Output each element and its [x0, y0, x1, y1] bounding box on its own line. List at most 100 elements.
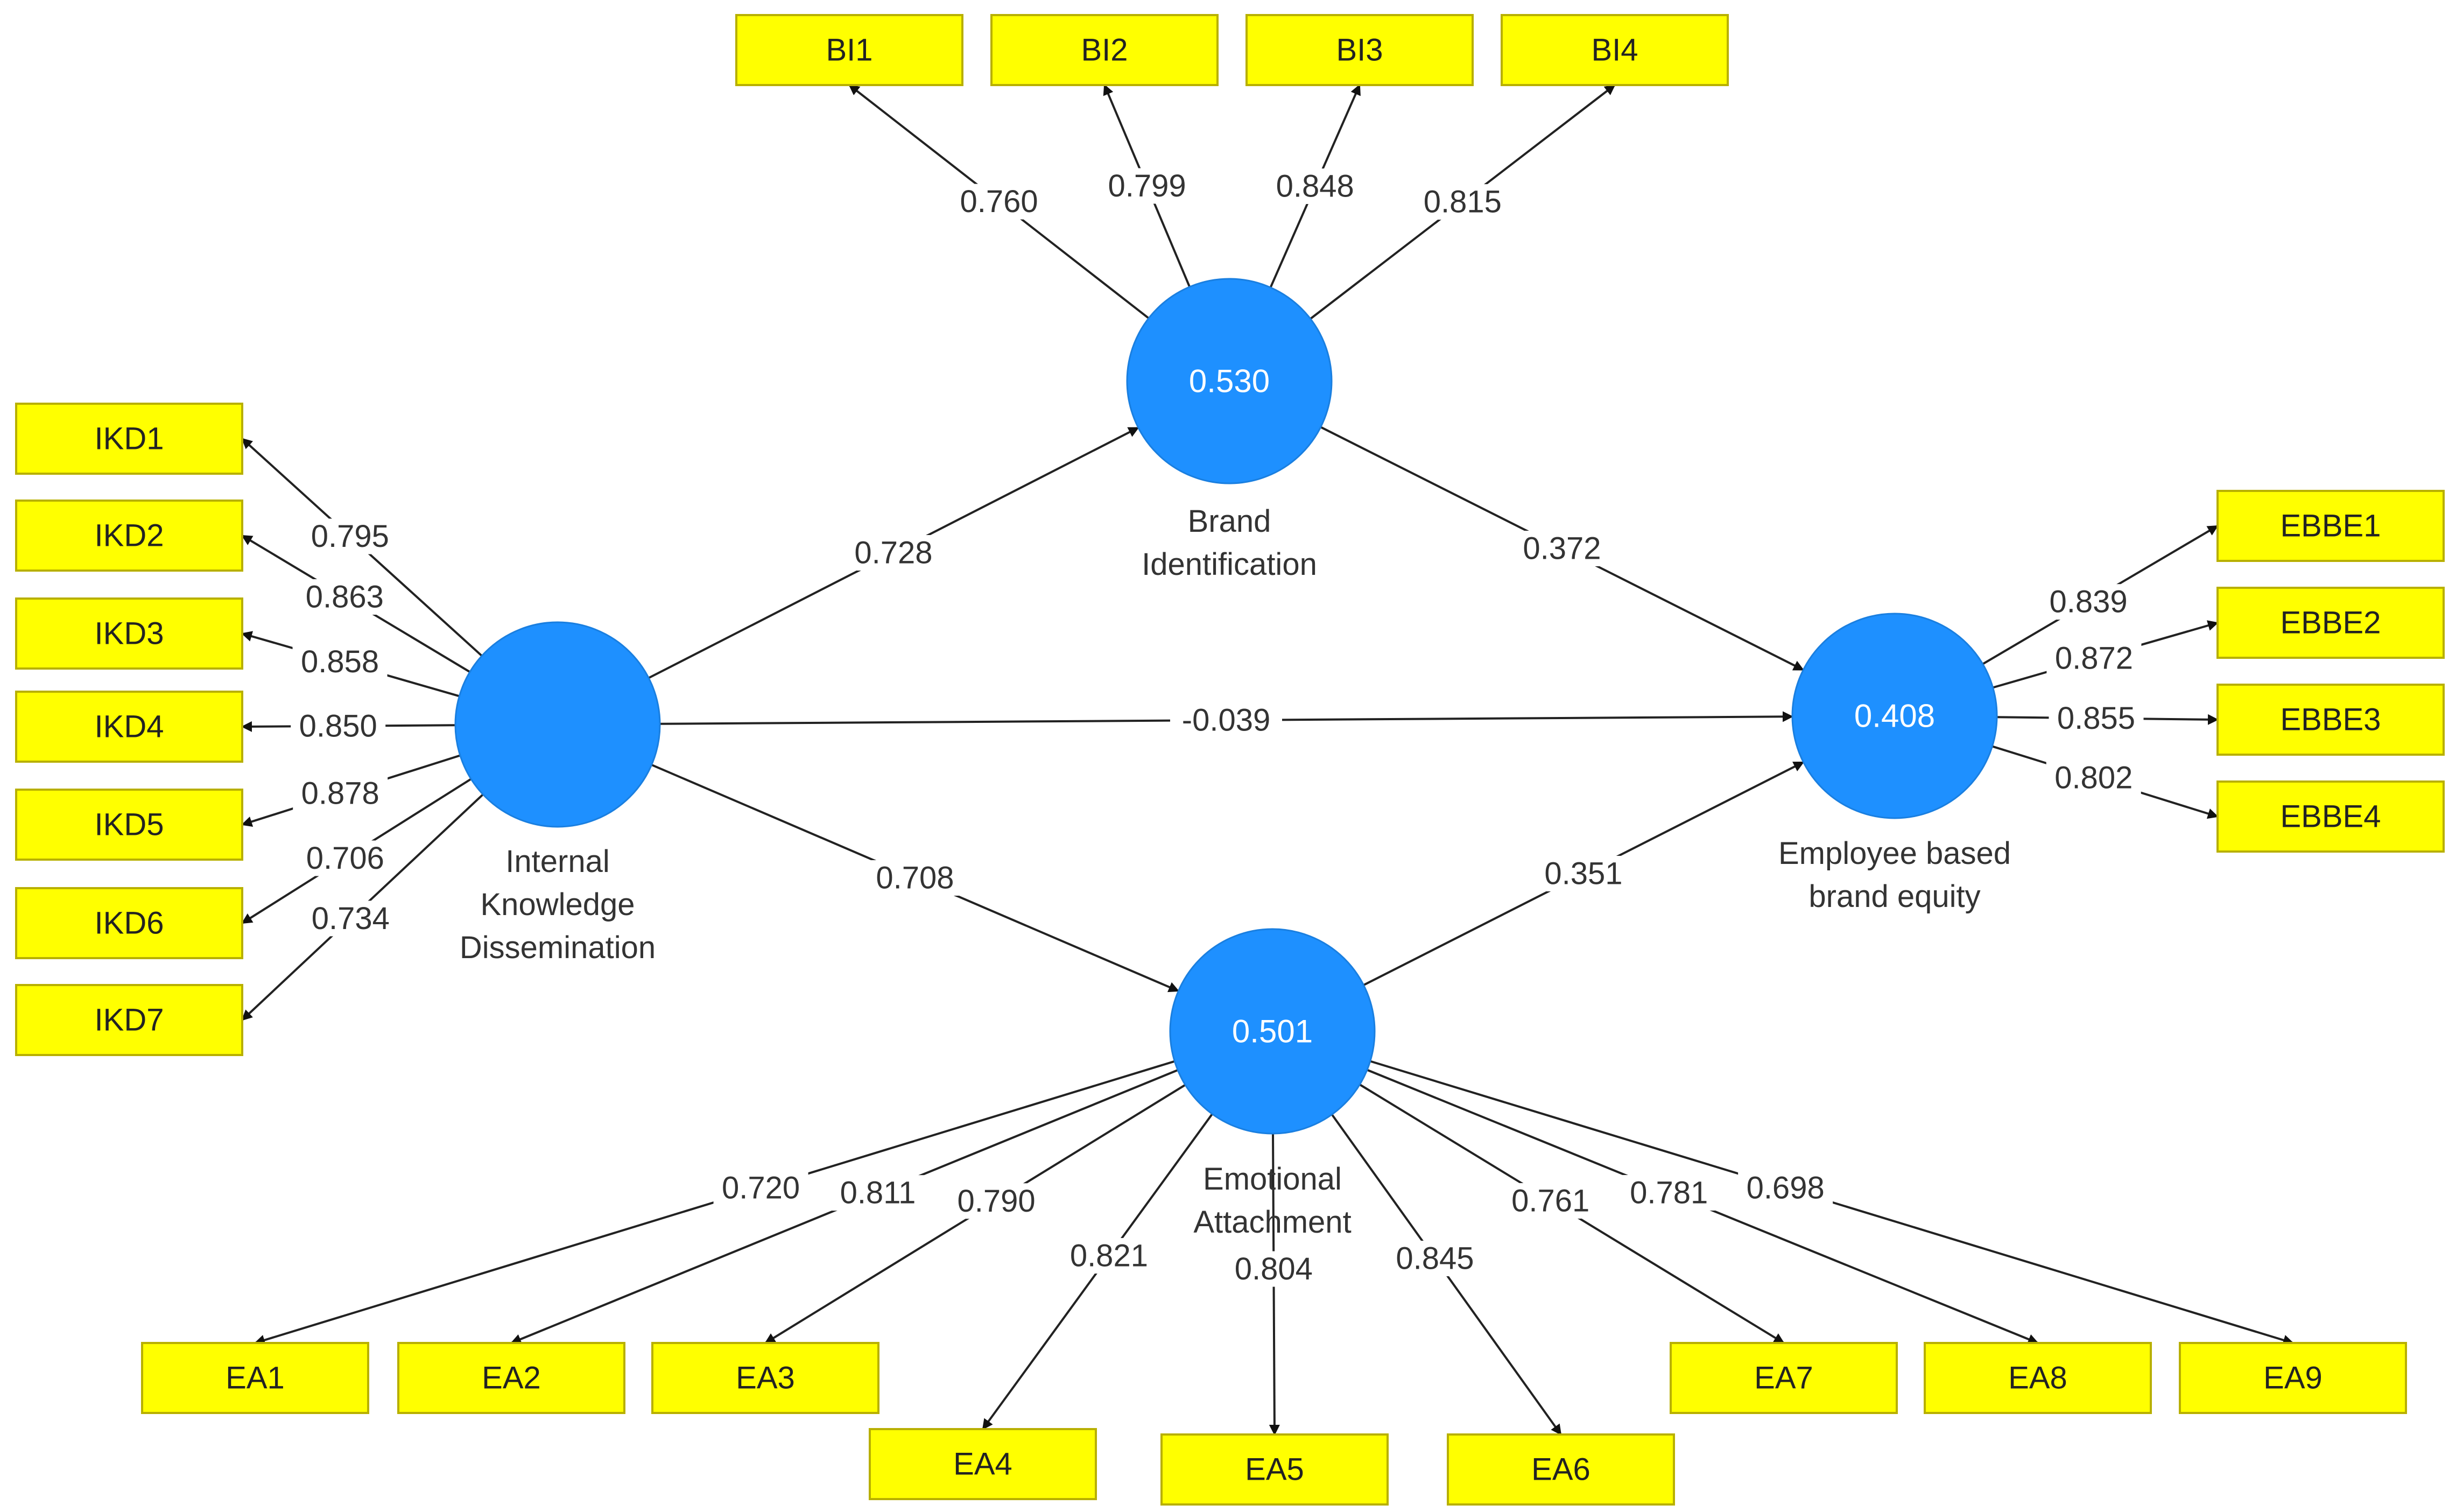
indicator-label: EA4 [953, 1447, 1012, 1482]
indicator-label: EA1 [226, 1361, 285, 1396]
ebbe-loading-label-bg [2041, 584, 2136, 620]
construct-name-line: Knowledge [481, 887, 635, 922]
indicator-box [15, 984, 243, 1056]
indicator-bi2[interactable]: BI2 [990, 14, 1219, 86]
path-coefficient-bg [1515, 531, 1609, 566]
indicator-ea8[interactable]: EA8 [1924, 1342, 2152, 1414]
ea-loading-label-bg [1738, 1170, 1833, 1206]
ea-loading-label-bg [949, 1183, 1044, 1219]
path-coefficient: 0.708 [876, 861, 954, 896]
indicator-ea3[interactable]: EA3 [651, 1342, 879, 1414]
indicator-box [2216, 490, 2445, 562]
indicator-label: IKD2 [95, 518, 164, 553]
ikd-loading-label: 0.863 [306, 580, 384, 615]
ea-loading-label-bg [713, 1170, 808, 1206]
indicator-box [2216, 780, 2445, 853]
indicator-ea5[interactable]: EA5 [1160, 1433, 1389, 1506]
indicator-label: IKD7 [95, 1003, 164, 1038]
indicator-ea9[interactable]: EA9 [2179, 1342, 2407, 1414]
construct-name-line: Attachment [1193, 1205, 1351, 1240]
path-coefficient: -0.039 [1182, 703, 1270, 738]
indicator-bi1[interactable]: BI1 [735, 14, 963, 86]
indicator-label: EA2 [482, 1361, 541, 1396]
indicator-ea6[interactable]: EA6 [1447, 1433, 1675, 1506]
indicator-box [1501, 14, 1729, 86]
bi-loading-label: 0.848 [1276, 169, 1354, 204]
construct-name-line: Internal [505, 844, 609, 879]
ea-loading-label: 0.698 [1747, 1171, 1825, 1206]
ea-loading-label-bg [1226, 1251, 1321, 1287]
ebbe-loading-label-bg [2046, 641, 2142, 677]
indicator-ebbe2[interactable]: EBBE2 [2216, 587, 2445, 659]
indicator-label: EA9 [2263, 1361, 2323, 1396]
path-coefficient-bg [868, 860, 962, 896]
ikd-loading-label-bg [291, 708, 386, 744]
indicator-ikd6[interactable]: IKD6 [15, 887, 243, 959]
indicator-ebbe1[interactable]: EBBE1 [2216, 490, 2445, 562]
ikd-loading-label-bg [302, 518, 398, 554]
indicator-ikd5[interactable]: IKD5 [15, 789, 243, 861]
ikd-loading-label: 0.706 [306, 841, 384, 876]
indicator-ea4[interactable]: EA4 [869, 1428, 1097, 1500]
ikd-loading-label: 0.858 [301, 644, 379, 679]
construct-circle [1791, 613, 1998, 819]
bi-loading-label: 0.760 [960, 184, 1038, 219]
construct-name-line: Identification [1142, 547, 1317, 582]
indicator-label: EA8 [2008, 1361, 2067, 1396]
bi-loading-label: 0.799 [1108, 168, 1186, 203]
construct-r2: 0.408 [1854, 698, 1935, 734]
indicator-box [2216, 587, 2445, 659]
indicator-label: IKD5 [95, 807, 164, 842]
indicator-label: BI3 [1336, 33, 1383, 68]
construct-name-line: Emotional [1203, 1162, 1342, 1197]
indicator-ea1[interactable]: EA1 [141, 1342, 369, 1414]
indicator-box [397, 1342, 625, 1414]
indicator-label: BI2 [1081, 33, 1128, 68]
construct-name-line: Dissemination [460, 930, 656, 965]
ea-loading-label: 0.845 [1396, 1241, 1474, 1276]
indicator-ikd4[interactable]: IKD4 [15, 691, 243, 763]
indicator-ikd1[interactable]: IKD1 [15, 403, 243, 475]
indicator-box [1924, 1342, 2152, 1414]
ea-loading-label: 0.811 [840, 1176, 916, 1211]
indicator-label: EA5 [1245, 1452, 1304, 1487]
construct-name-line: brand equity [1808, 879, 1980, 914]
indicator-ikd3[interactable]: IKD3 [15, 597, 243, 670]
indicator-box [15, 887, 243, 959]
indicator-box [15, 403, 243, 475]
indicator-box [2179, 1342, 2407, 1414]
construct-name-line: Employee based [1778, 836, 2011, 871]
indicator-label: EBBE1 [2281, 509, 2381, 544]
indicator-bi4[interactable]: BI4 [1501, 14, 1729, 86]
path-coefficient-bg [846, 535, 941, 571]
ebbe-loading-label: 0.872 [2055, 641, 2133, 676]
indicator-ebbe3[interactable]: EBBE3 [2216, 684, 2445, 756]
indicator-box [869, 1428, 1097, 1500]
construct-circle [454, 621, 661, 828]
indicator-ea2[interactable]: EA2 [397, 1342, 625, 1414]
ebbe-loading-label-bg [2046, 760, 2141, 796]
ikd-loading-label: 0.734 [312, 901, 390, 936]
indicator-ikd7[interactable]: IKD7 [15, 984, 243, 1056]
construct-r2: 0.501 [1232, 1014, 1313, 1050]
ea-loading-label: 0.804 [1235, 1251, 1313, 1286]
indicator-bi3[interactable]: BI3 [1245, 14, 1474, 86]
indicator-label: BI4 [1591, 33, 1638, 68]
indicator-box [15, 691, 243, 763]
indicator-ebbe4[interactable]: EBBE4 [2216, 780, 2445, 853]
indicator-ikd2[interactable]: IKD2 [15, 500, 243, 572]
indicator-ea7[interactable]: EA7 [1670, 1342, 1898, 1414]
ikd-loading-label-bg [293, 776, 388, 812]
ebbe-loading-label: 0.855 [2057, 701, 2135, 736]
ikd-loading-label-bg [298, 840, 393, 876]
indicator-label: EBBE2 [2281, 606, 2381, 641]
indicator-box [1670, 1342, 1898, 1414]
indicator-label: BI1 [826, 33, 872, 68]
bi-loading-label-bg [1268, 168, 1363, 205]
ebbe-loading-label: 0.839 [2049, 585, 2127, 620]
